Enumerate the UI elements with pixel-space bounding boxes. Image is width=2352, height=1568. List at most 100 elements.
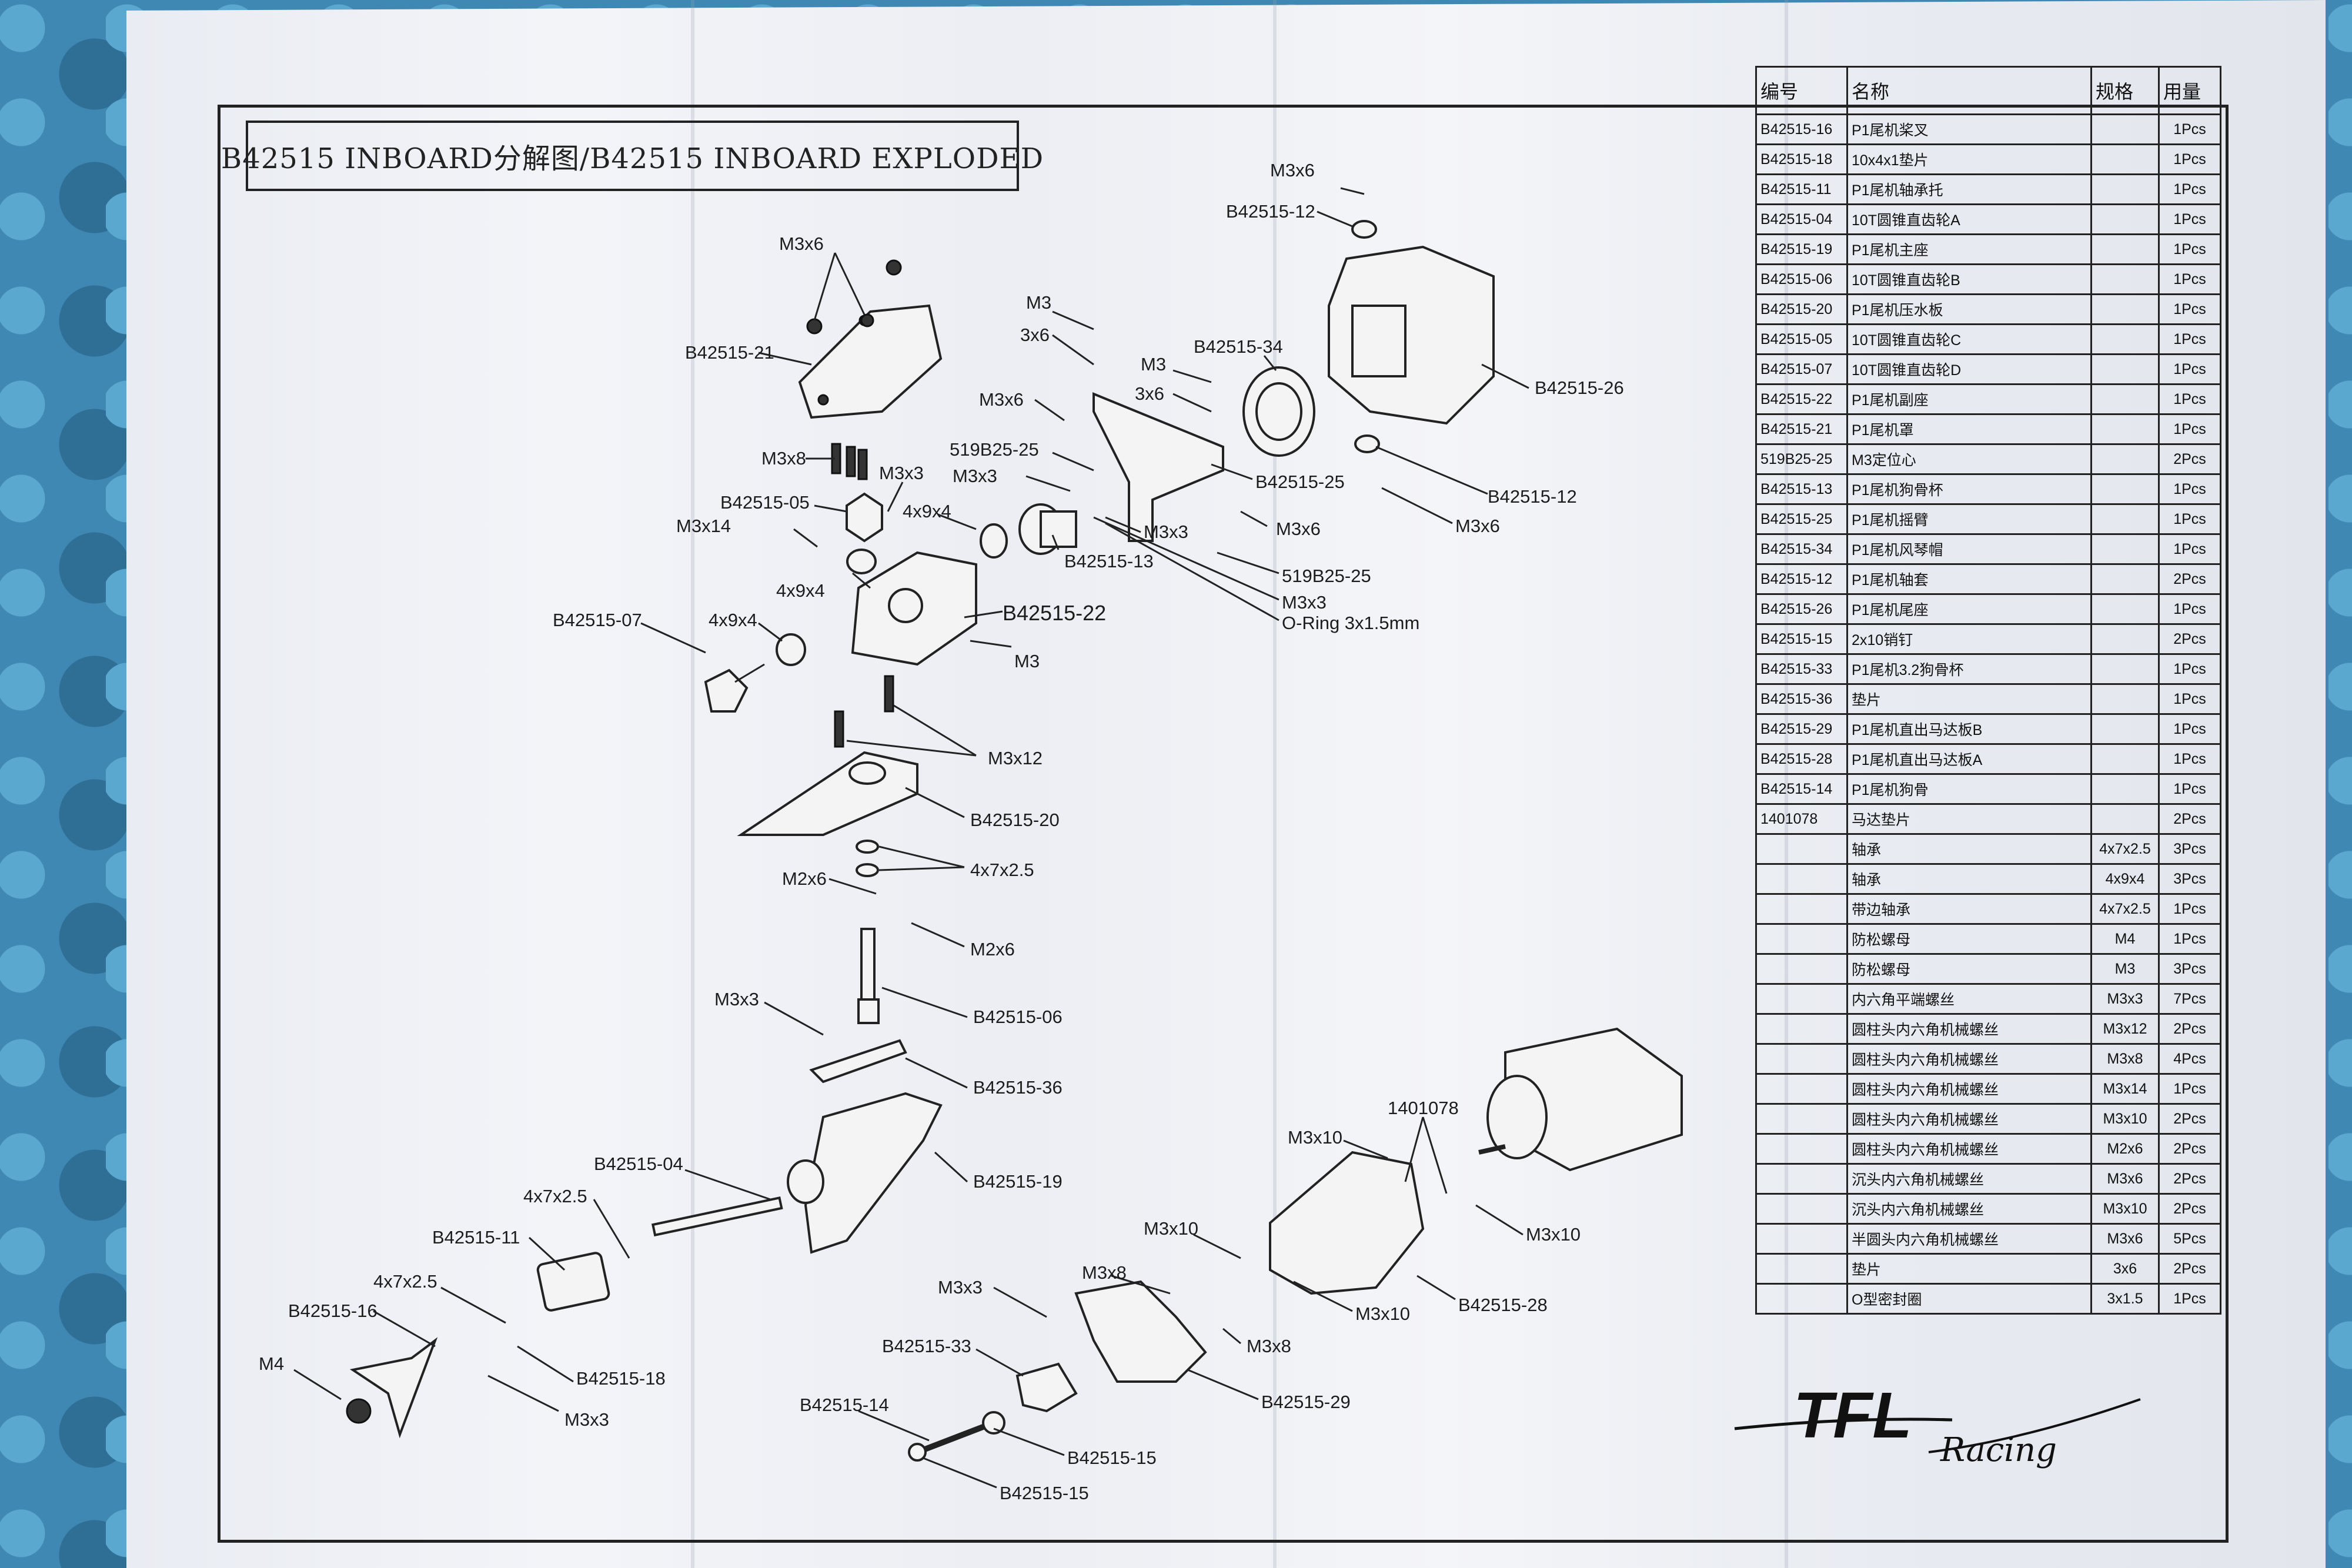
label-4x7x2-5: 4x7x2.5: [970, 860, 1034, 880]
label-m3x10: M3x10: [1355, 1303, 1410, 1324]
cell-code: B42515-15: [1755, 623, 1848, 655]
cell-qty: 3Pcs: [2158, 833, 2221, 865]
label-b42515-25: B42515-25: [1255, 472, 1345, 492]
cell-name: 2x10销钉: [1846, 623, 2092, 655]
cell-spec: [2090, 533, 2160, 565]
cell-name: P1尾机轴套: [1846, 563, 2092, 595]
shaft-b42515-06: [857, 928, 880, 1024]
cell-qty: 2Pcs: [2158, 803, 2221, 835]
cell-code: B42515-11: [1755, 173, 1848, 205]
cell-spec: [2090, 413, 2160, 445]
parts-list-header: 编号 名称 规格 用量: [1755, 66, 2221, 115]
bearing-holder-b42515-11: [536, 1252, 610, 1312]
cell-qty: 1Pcs: [2158, 173, 2221, 205]
page-title: B42515 INBOARD分解图/B42515 INBOARD EXPLODE…: [220, 142, 1044, 175]
label-m3: M3: [1026, 292, 1051, 313]
label-519b25-25: 519B25-25: [950, 439, 1039, 460]
cell-spec: [2090, 113, 2160, 145]
cell-name: 圆柱头内六角机械螺丝: [1846, 1043, 2092, 1075]
cell-spec: M3x14: [2090, 1073, 2160, 1105]
cell-code: B42515-29: [1755, 713, 1848, 745]
gear-b42515-05: [846, 492, 883, 543]
cell-qty: 1Pcs: [2158, 653, 2221, 685]
cell-spec: M3x3: [2090, 983, 2160, 1015]
cell-name: 防松螺母: [1846, 953, 2092, 985]
cell-code: [1755, 833, 1848, 865]
label-b42515-29: B42515-29: [1261, 1392, 1351, 1412]
bellows-b42515-34: [1242, 366, 1315, 457]
leader-lines: [293, 187, 1529, 1489]
cell-qty: 2Pcs: [2158, 1103, 2221, 1135]
label-b42515-15: B42515-15: [1000, 1483, 1089, 1503]
label-b42515-04: B42515-04: [594, 1154, 683, 1174]
label-m3: M3: [1014, 651, 1040, 671]
cell-name: 沉头内六角机械螺丝: [1846, 1193, 2092, 1225]
label-b42515-13: B42515-13: [1064, 551, 1154, 571]
cell-qty: 1Pcs: [2158, 713, 2221, 745]
cell-name: P1尾机压水板: [1846, 293, 2092, 325]
cell-code: [1755, 1073, 1848, 1105]
cell-qty: 1Pcs: [2158, 473, 2221, 505]
label-m2x6: M2x6: [782, 868, 827, 889]
label-4x7x2-5: 4x7x2.5: [373, 1271, 437, 1292]
cell-spec: 3x1.5: [2090, 1283, 2160, 1315]
label-m3x10: M3x10: [1288, 1127, 1342, 1148]
cell-name: P1尾机摇臂: [1846, 503, 2092, 535]
cell-qty: 4Pcs: [2158, 1043, 2221, 1075]
label-m3x3: M3x3: [1282, 592, 1327, 613]
cell-code: B42515-36: [1755, 683, 1848, 715]
cell-spec: [2090, 263, 2160, 295]
cell-code: [1755, 893, 1848, 925]
cell-qty: 1Pcs: [2158, 293, 2221, 325]
tail-housing-b42515-26: [1328, 245, 1495, 425]
label-m3x8: M3x8: [761, 448, 806, 469]
header-spec: 规格: [2090, 66, 2160, 115]
cell-code: B42515-07: [1755, 353, 1848, 385]
motor-plate-b42515-29: [1074, 1280, 1207, 1383]
cell-qty: 1Pcs: [2158, 353, 2221, 385]
cell-qty: 1Pcs: [2158, 1283, 2221, 1315]
label-4x7x2-5: 4x7x2.5: [523, 1186, 587, 1206]
label-m3x10: M3x10: [1526, 1224, 1581, 1245]
label-m3x12: M3x12: [988, 748, 1043, 768]
cell-qty: 1Pcs: [2158, 233, 2221, 265]
cell-qty: 1Pcs: [2158, 113, 2221, 145]
cell-qty: 1Pcs: [2158, 773, 2221, 805]
cell-qty: 7Pcs: [2158, 983, 2221, 1015]
cell-spec: M4: [2090, 923, 2160, 955]
logo-brand: TFL: [1793, 1379, 1912, 1452]
cell-code: B42515-13: [1755, 473, 1848, 505]
cell-name: 垫片: [1846, 1253, 2092, 1285]
cell-code: [1755, 1163, 1848, 1195]
label-b42515-12: B42515-12: [1226, 201, 1315, 222]
cell-name: 10T圆锥直齿轮C: [1846, 323, 2092, 355]
cell-code: B42515-14: [1755, 773, 1848, 805]
cell-qty: 2Pcs: [2158, 1133, 2221, 1165]
propeller-b42515-16: [346, 1337, 438, 1439]
cell-qty: 2Pcs: [2158, 623, 2221, 655]
cell-spec: M3: [2090, 953, 2160, 985]
label-m3x3: M3x3: [938, 1277, 983, 1298]
cell-name: 内六角平端螺丝: [1846, 983, 2092, 1015]
label-m3x3: M3x3: [564, 1409, 609, 1430]
cell-name: 圆柱头内六角机械螺丝: [1846, 1133, 2092, 1165]
cell-code: B42515-25: [1755, 503, 1848, 535]
cell-code: [1755, 953, 1848, 985]
cell-code: [1755, 1133, 1848, 1165]
